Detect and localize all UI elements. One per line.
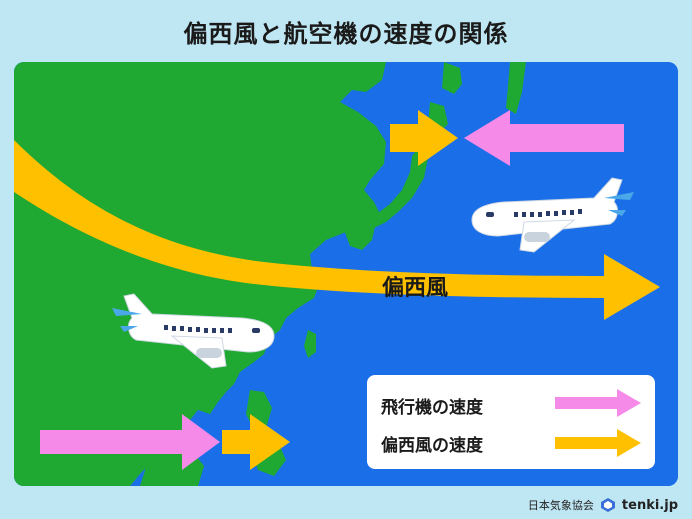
plane-arrow-northeast	[464, 110, 624, 166]
legend-swatch-wind-speed	[555, 429, 641, 457]
legend-swatch-plane-speed	[555, 389, 641, 417]
legend-label-wind-speed: 偏西風の速度	[381, 436, 483, 456]
footer-credit: 日本気象協会 tenki.jp	[528, 497, 678, 513]
footer-brand[interactable]: tenki.jp	[621, 497, 678, 513]
wind-arrow-southwest	[222, 414, 290, 470]
jet-stream-arrow	[14, 140, 660, 320]
legend: 飛行機の速度 偏西風の速度	[367, 375, 655, 469]
land-sakhalin	[506, 62, 526, 114]
airplane-lower	[112, 293, 275, 369]
plane-arrow-southwest	[40, 414, 220, 470]
jet-stream-label: 偏西風	[382, 276, 449, 301]
land-taiwan	[304, 330, 316, 358]
land-japan	[360, 62, 462, 240]
wind-arrow-northeast	[390, 110, 458, 166]
legend-label-plane-speed: 飛行機の速度	[381, 398, 483, 418]
airplane-upper	[471, 177, 634, 253]
map-illustration	[14, 62, 678, 486]
tenki-logo-icon	[600, 498, 615, 512]
page-title: 偏西風と航空機の速度の関係	[183, 20, 509, 48]
footer-org: 日本気象協会	[527, 499, 594, 512]
map-panel	[14, 62, 678, 486]
